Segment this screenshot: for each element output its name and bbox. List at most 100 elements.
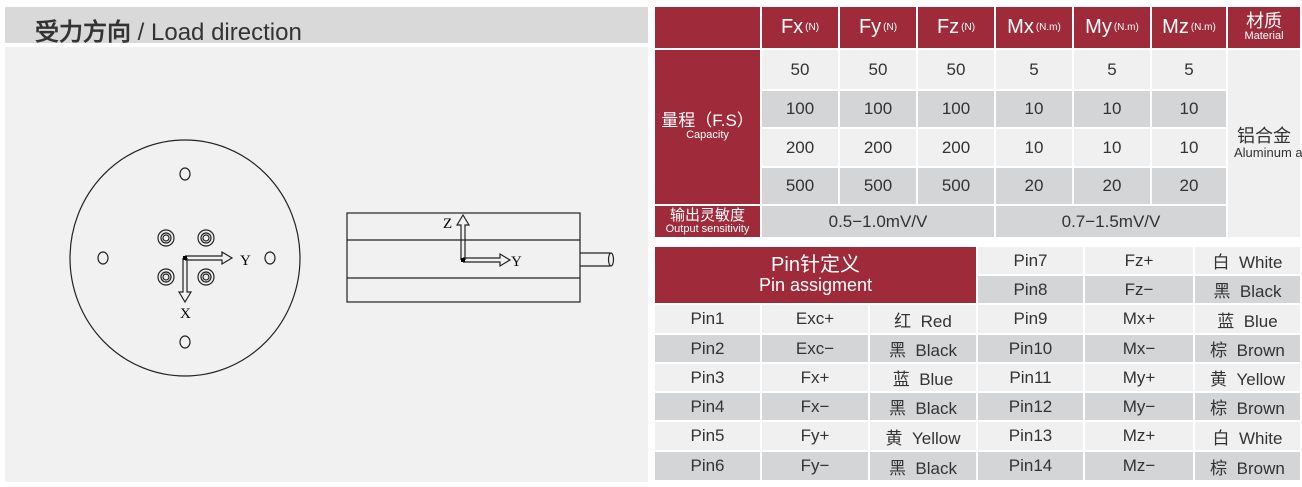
pin-cell: Pin1 bbox=[655, 305, 762, 335]
y-axis-side-label: Y bbox=[511, 254, 522, 270]
y-arrow-icon bbox=[185, 250, 234, 266]
pin-cell: Pin13 bbox=[978, 422, 1085, 452]
pin-cell: Pin11 bbox=[978, 364, 1085, 393]
capacity-value: 20 bbox=[1074, 168, 1152, 206]
pin-cell: 黑 Black bbox=[870, 393, 978, 422]
capacity-value: 100 bbox=[762, 91, 840, 129]
sensor-side-view bbox=[346, 212, 581, 303]
pin-cell: Pin9 bbox=[978, 305, 1085, 335]
sensitivity-moment: 0.7−1.5mV/V bbox=[996, 206, 1228, 239]
pin-cell: 棕 Brown bbox=[1195, 393, 1302, 422]
capacity-value: 20 bbox=[996, 168, 1074, 206]
pin-cell: 红 Red bbox=[870, 305, 978, 335]
capacity-value: 20 bbox=[1152, 168, 1228, 206]
section-title: 受力方向 / Load direction bbox=[35, 19, 302, 46]
header-name: Mz bbox=[1162, 16, 1189, 38]
material-en: Aluminum alloy bbox=[1234, 145, 1302, 161]
capacity-value: 5 bbox=[1074, 50, 1152, 91]
pin-cell: 棕 Brown bbox=[1195, 452, 1302, 482]
header-name: Fz bbox=[936, 16, 960, 38]
capacity-value: 50 bbox=[840, 50, 918, 91]
capacity-label-en: Capacity bbox=[686, 129, 729, 142]
pin-cell: Mx+ bbox=[1085, 305, 1195, 335]
y-arrow-side-icon bbox=[463, 252, 512, 268]
load-direction-diagram-panel: Y X Z Y bbox=[5, 47, 648, 482]
pin-cell: Fy+ bbox=[762, 422, 870, 452]
pin-title-cn: Pin针定义 bbox=[771, 254, 860, 277]
material-header-en: Material bbox=[1244, 30, 1284, 43]
capacity-value: 10 bbox=[996, 91, 1074, 129]
header-name: My bbox=[1085, 16, 1112, 38]
pin-cell: Mz− bbox=[1085, 452, 1195, 482]
pin-cell: Pin6 bbox=[655, 452, 762, 482]
capacity-value: 100 bbox=[840, 91, 918, 129]
sensitivity-label-cn: 输出灵敏度 bbox=[669, 206, 745, 224]
capacity-value: 10 bbox=[996, 129, 1074, 168]
pin-cell: Exc+ bbox=[762, 305, 870, 335]
pin-cell: Pin2 bbox=[655, 335, 762, 364]
pin-cell: Pin12 bbox=[978, 393, 1085, 422]
capacity-value: 10 bbox=[1074, 91, 1152, 129]
header-unit: (N.m) bbox=[1035, 22, 1061, 33]
capacity-value: 200 bbox=[918, 129, 996, 168]
pin-cell: Fy− bbox=[762, 452, 870, 482]
pin-cell: Fz− bbox=[1085, 276, 1195, 305]
capacity-label: 量程（F.S）Capacity bbox=[655, 50, 762, 206]
pin-cell: Pin14 bbox=[978, 452, 1085, 482]
capacity-value: 500 bbox=[840, 168, 918, 206]
load-direction-diagram: Y X Z Y bbox=[69, 139, 615, 377]
pin-title-en: Pin assigment bbox=[758, 275, 873, 296]
pin-cell: 黑 Black bbox=[1195, 276, 1302, 305]
capacity-value: 100 bbox=[918, 91, 996, 129]
pin-cell: My+ bbox=[1085, 364, 1195, 393]
capacity-value: 10 bbox=[1152, 129, 1228, 168]
x-axis-label: X bbox=[180, 306, 191, 322]
y-axis-label: Y bbox=[240, 253, 251, 269]
pin-cell: Pin8 bbox=[978, 276, 1085, 305]
header-unit: (N) bbox=[883, 22, 898, 33]
pin-cell: 蓝 Blue bbox=[1195, 305, 1302, 335]
pin-cell: Pin7 bbox=[978, 247, 1085, 276]
pin-cell: 黄 Yellow bbox=[870, 422, 978, 452]
capacity-value: 10 bbox=[1074, 129, 1152, 168]
bolt-holes bbox=[157, 229, 215, 286]
section-header: 受力方向 / Load direction bbox=[5, 7, 648, 46]
pin-cell: Mx− bbox=[1085, 335, 1195, 364]
column-header: My(N.m) bbox=[1074, 7, 1152, 50]
header-unit: (N.m) bbox=[1113, 22, 1139, 33]
pin-cell: 棕 Brown bbox=[1195, 335, 1302, 364]
pin-cell: 白 White bbox=[1195, 422, 1302, 452]
column-header: Mx(N.m) bbox=[996, 7, 1074, 50]
header-name: Fy bbox=[858, 16, 882, 38]
z-axis-label: Z bbox=[443, 216, 452, 232]
pin-cell: Pin4 bbox=[655, 393, 762, 422]
capacity-value: 200 bbox=[762, 129, 840, 168]
pin-cell: 黑 Black bbox=[870, 335, 978, 364]
capacity-value: 500 bbox=[762, 168, 840, 206]
capacity-value: 200 bbox=[840, 129, 918, 168]
corner-header bbox=[655, 7, 762, 50]
capacity-value: 500 bbox=[918, 168, 996, 206]
pin-cell: Exc− bbox=[762, 335, 870, 364]
header-name: Mx bbox=[1007, 16, 1034, 38]
sensitivity-label-en: Output sensitivity bbox=[665, 222, 750, 235]
pin-cell: Fx+ bbox=[762, 364, 870, 393]
x-arrow-icon bbox=[177, 258, 193, 304]
pin-cell: Fx− bbox=[762, 393, 870, 422]
header-unit: (N.m) bbox=[1190, 22, 1216, 33]
pin-cell: 白 White bbox=[1195, 247, 1302, 276]
flange-top-view bbox=[69, 139, 301, 377]
capacity-value: 5 bbox=[1152, 50, 1228, 91]
header-unit: (N) bbox=[961, 22, 976, 33]
capacity-value: 50 bbox=[762, 50, 840, 91]
pin-cell: 蓝 Blue bbox=[870, 364, 978, 393]
pin-cell: Pin3 bbox=[655, 364, 762, 393]
capacity-label-cn: 量程（F.S） bbox=[661, 111, 754, 131]
pin-cell: Pin10 bbox=[978, 335, 1085, 364]
z-arrow-icon bbox=[455, 213, 471, 260]
sensitivity-force: 0.5−1.0mV/V bbox=[762, 206, 996, 239]
column-header: Mz(N.m) bbox=[1152, 7, 1228, 50]
capacity-value: 50 bbox=[918, 50, 996, 91]
